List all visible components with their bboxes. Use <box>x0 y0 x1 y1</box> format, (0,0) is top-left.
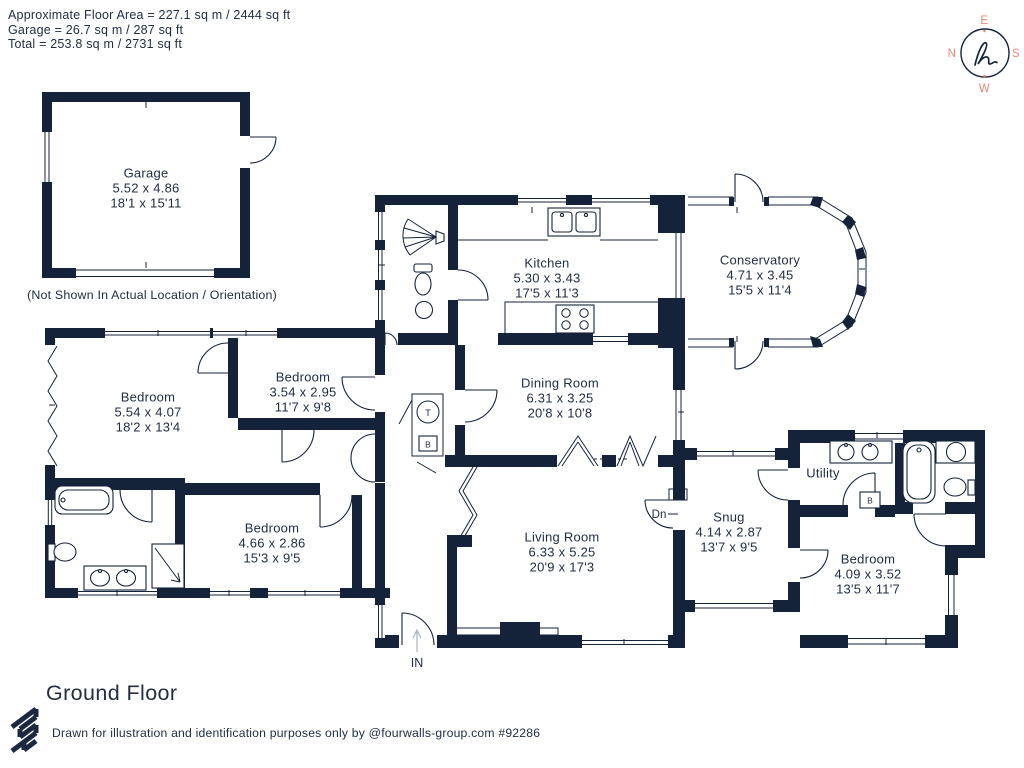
kitchen-counter <box>458 239 658 333</box>
room-label-garage: Garage 5.52 x 4.86 18'1 x 15'11 <box>110 166 181 211</box>
room-dim-imperial: 20'8 x 10'8 <box>527 405 593 421</box>
basin <box>935 440 976 464</box>
room-name: Bedroom <box>840 551 896 567</box>
kitchen-sink <box>547 207 601 237</box>
toilet <box>47 542 77 562</box>
room-name: Bedroom <box>275 369 331 385</box>
dimension-ticks <box>46 102 887 645</box>
area-summary: Approximate Floor Area = 227.1 sq m / 24… <box>8 8 290 52</box>
room-name: Kitchen <box>524 255 570 271</box>
shower-tray <box>151 543 185 589</box>
room-label-bedroom-3: Bedroom 4.66 x 2.86 15'3 x 9'5 <box>238 521 305 566</box>
disclaimer-text: Drawn for illustration and identificatio… <box>52 726 541 740</box>
bath <box>902 440 936 504</box>
compass-left: N <box>948 48 957 60</box>
toilet <box>943 477 976 497</box>
water-tank-icon <box>416 400 440 424</box>
room-dim-imperial: 13'5 x 11'7 <box>836 581 900 597</box>
room-dim-imperial: 15'5 x 11'4 <box>728 282 792 298</box>
room-label-living-room: Living Room 6.33 x 5.25 20'9 x 17'3 <box>524 530 599 575</box>
entrance-arrow-icon <box>412 628 422 652</box>
door-swings <box>119 136 947 646</box>
room-name: Dining Room <box>521 375 599 391</box>
airing-cupboard <box>398 393 444 474</box>
fixtures <box>47 207 976 636</box>
compass-icon: E N S W <box>948 15 1020 95</box>
vanity-sinks <box>83 565 147 591</box>
room-dim-imperial: 11'7 x 9'8 <box>274 399 332 415</box>
room-dim-metric: 5.54 x 4.07 <box>114 404 182 420</box>
floor-title: Ground Floor <box>46 681 178 705</box>
utility-sinks <box>829 440 893 464</box>
shower <box>402 218 445 256</box>
room-label-utility: Utility <box>806 466 840 481</box>
room-label-bedroom-1: Bedroom 5.54 x 4.07 18'2 x 13'4 <box>114 390 181 435</box>
compass-bottom: W <box>979 83 990 95</box>
open-plan-dividers <box>47 345 657 540</box>
hearth <box>451 627 559 636</box>
room-dim-metric: 3.54 x 2.95 <box>269 384 337 400</box>
room-dim-imperial: 15'3 x 9'5 <box>243 550 301 566</box>
room-label-bedroom-4: Bedroom 4.09 x 3.52 13'5 x 11'7 <box>834 552 901 597</box>
room-label-bedroom-2: Bedroom 3.54 x 2.95 11'7 x 9'8 <box>269 370 336 415</box>
area-summary-line: Total = 253.8 sq m / 2731 sq ft <box>8 37 183 52</box>
boiler-label: B <box>425 440 431 450</box>
room-name: Living Room <box>524 529 600 545</box>
room-dim-metric: 4.14 x 2.87 <box>695 524 763 540</box>
compass-top: E <box>980 15 988 27</box>
room-dim-metric: 4.09 x 3.52 <box>834 566 902 582</box>
room-dim-imperial: 17'5 x 11'3 <box>515 285 579 301</box>
room-dim-metric: 5.52 x 4.86 <box>112 180 180 196</box>
room-name: Utility <box>806 465 840 481</box>
room-name: Bedroom <box>120 389 176 405</box>
stairs-landing <box>668 488 688 501</box>
bath <box>54 485 114 515</box>
boiler-icon <box>418 435 438 452</box>
water-tank-label: T <box>425 408 431 419</box>
basin <box>414 300 434 320</box>
room-dim-imperial: 18'1 x 15'11 <box>110 195 182 211</box>
stairs-down-label: Dn <box>652 509 667 521</box>
entrance-label: IN <box>411 656 424 670</box>
area-summary-line: Approximate Floor Area = 227.1 sq m / 24… <box>8 8 291 22</box>
room-dim-metric: 6.33 x 5.25 <box>528 544 596 560</box>
h-monogram-icon <box>974 41 998 66</box>
toilet <box>413 263 433 296</box>
room-dim-imperial: 13'7 x 9'5 <box>700 539 758 555</box>
room-dim-metric: 5.30 x 3.43 <box>513 270 581 286</box>
room-label-conservatory: Conservatory 4.71 x 3.45 15'5 x 11'4 <box>720 253 800 298</box>
boiler-label: B <box>867 496 873 506</box>
fourwalls-logo-icon <box>10 707 39 753</box>
room-dim-metric: 4.71 x 3.45 <box>726 267 794 283</box>
room-label-kitchen: Kitchen 5.30 x 3.43 17'5 x 11'3 <box>513 256 580 301</box>
room-name: Conservatory <box>719 252 801 268</box>
room-dim-metric: 4.66 x 2.86 <box>238 535 306 551</box>
compass-right: S <box>1012 48 1020 60</box>
room-name: Bedroom <box>244 520 300 536</box>
area-summary-line: Garage = 26.7 sq m / 287 sq ft <box>8 22 184 37</box>
kitchen-hob <box>555 304 595 334</box>
room-dim-imperial: 18'2 x 13'4 <box>115 419 181 435</box>
boiler-icon <box>859 491 881 509</box>
room-label-snug: Snug 4.14 x 2.87 13'7 x 9'5 <box>695 510 762 555</box>
room-label-dining-room: Dining Room 6.31 x 3.25 20'8 x 10'8 <box>521 376 599 421</box>
room-name: Garage <box>123 165 169 181</box>
garage-note: (Not Shown In Actual Location / Orientat… <box>27 288 277 302</box>
room-name: Snug <box>713 509 745 525</box>
conservatory-bay-windows <box>688 196 867 348</box>
room-dim-imperial: 20'9 x 17'3 <box>529 559 595 575</box>
room-dim-metric: 6.31 x 3.25 <box>526 390 594 406</box>
